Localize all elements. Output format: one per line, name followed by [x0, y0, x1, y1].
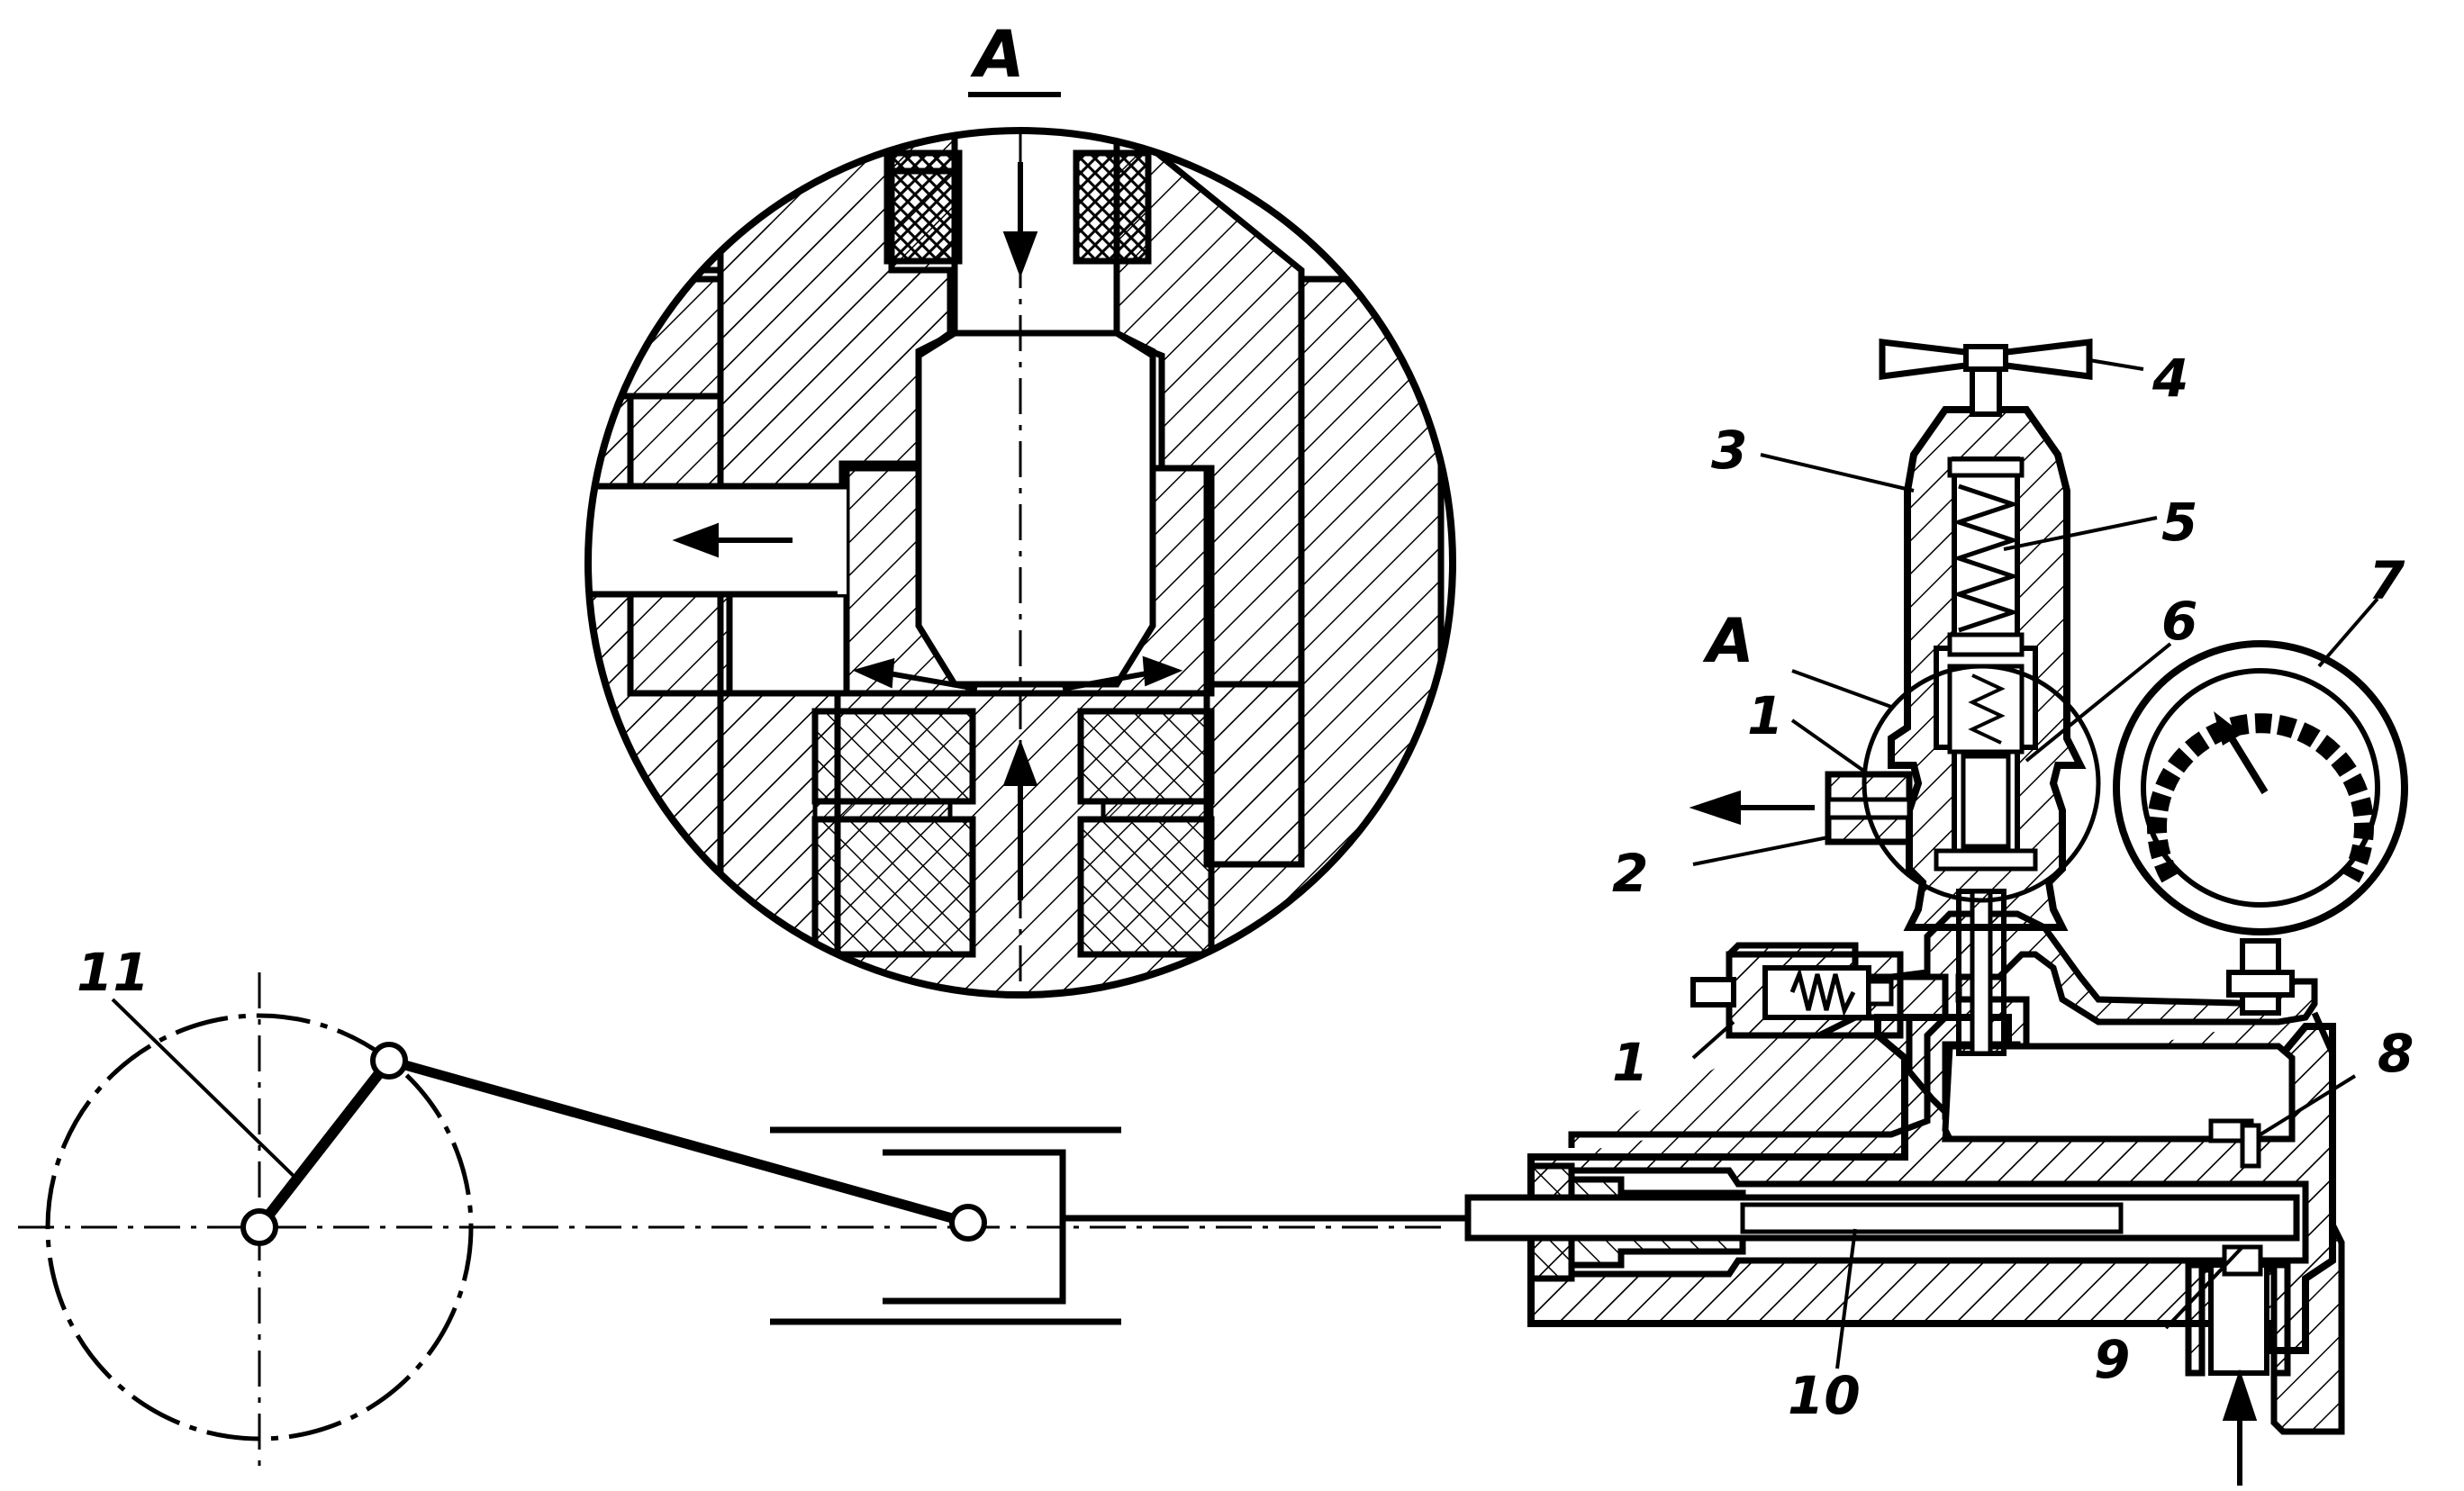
- crosshead: [883, 1149, 1066, 1305]
- gauge-scale: [2147, 713, 2374, 883]
- detail-plunger: [915, 330, 1156, 688]
- connecting-rod: [387, 1055, 970, 1228]
- detail-gasket-left: [883, 149, 963, 265]
- gauge-needle-tip: [2214, 711, 2242, 746]
- valve-spring-small: [1968, 673, 2006, 745]
- label-2: 2: [1612, 843, 1648, 904]
- label-10: 10: [1788, 1365, 1861, 1426]
- handwheel-hub: [1963, 344, 2008, 372]
- detail-gasket-right: [1073, 149, 1152, 265]
- detail-seat-left: [811, 708, 976, 805]
- leader-lines: [111, 358, 2379, 1369]
- valve-inner-6: [1961, 754, 2011, 849]
- detail-seat-right: [1077, 708, 1215, 805]
- detail-base-right: [1077, 816, 1215, 958]
- valve-disc: [1934, 848, 2038, 872]
- detail-circle: [584, 127, 1456, 999]
- detail-marker-circle: [1862, 664, 2101, 903]
- detail-view-a: A: [584, 16, 1456, 999]
- discharge-arrow: [1689, 790, 1815, 826]
- spring-cap: [1947, 456, 2025, 478]
- crank-pin: [370, 1042, 408, 1080]
- safety-valve-plug: [1866, 979, 1894, 1007]
- safety-spring: [1789, 966, 1856, 1017]
- label-7: 7: [2369, 550, 2405, 611]
- label-8: 8: [2378, 1023, 2414, 1084]
- intake-arrow: [2222, 1369, 2258, 1486]
- detail-flow-arrows: [672, 162, 1183, 900]
- safety-valve-stem: [1690, 977, 1736, 1008]
- label-A: A: [1702, 606, 1754, 677]
- plunger-sleeve: [1740, 1202, 2124, 1234]
- packing-nut: [1527, 1162, 1746, 1282]
- check-valve-8-stem: [2240, 1123, 2261, 1169]
- spring: [1952, 483, 2020, 633]
- label-6: 6: [2161, 591, 2197, 652]
- label-4: 4: [2151, 348, 2188, 409]
- detail-title: A: [970, 16, 1025, 92]
- intake-channel: [2208, 1262, 2269, 1376]
- gauge-needle: [2225, 731, 2269, 795]
- label-1-top: 1: [1747, 685, 1783, 746]
- pressure-gauge: [2113, 640, 2408, 1016]
- intake-port: [2185, 1261, 2291, 1377]
- label-11: 11: [77, 942, 149, 1003]
- spring-seat: [1947, 632, 2025, 657]
- part-labels: 4 3 5 6 7 A 1 2 1 8 9 10 11: [77, 348, 2414, 1426]
- pump-assembly: [1464, 339, 2408, 1486]
- gauge-nut: [2226, 970, 2295, 998]
- crank-pivot: [240, 1208, 278, 1246]
- detail-base-left: [811, 816, 976, 958]
- pump-lower-chamber: [1942, 1043, 2296, 1143]
- crosshead-pin: [949, 1204, 987, 1242]
- label-9: 9: [2094, 1329, 2130, 1390]
- label-3: 3: [1711, 420, 1747, 481]
- crank-mechanism: [18, 972, 1468, 1477]
- label-5: 5: [2161, 492, 2197, 553]
- crank-arm: [255, 1057, 394, 1231]
- label-1-bottom: 1: [1612, 1032, 1648, 1093]
